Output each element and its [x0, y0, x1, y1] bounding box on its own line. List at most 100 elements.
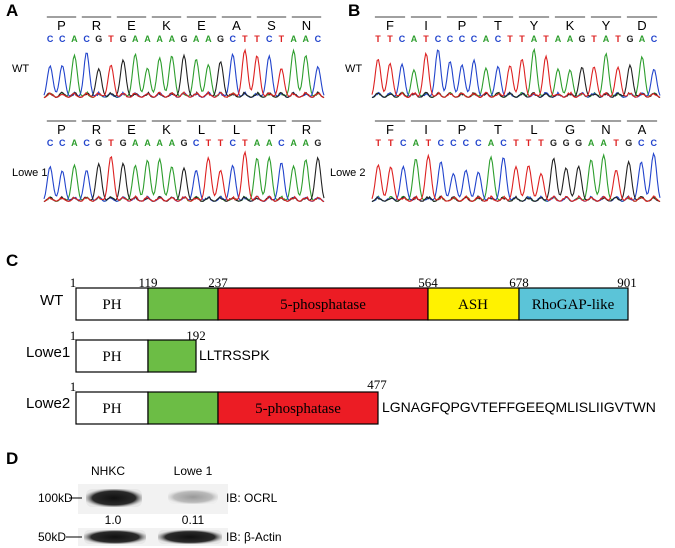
nucleotide: A — [132, 34, 139, 44]
amino-acid: P — [57, 122, 66, 137]
amino-acid: F — [386, 122, 394, 137]
chromatogram-trace — [43, 150, 325, 203]
nucleotide: A — [193, 34, 200, 44]
lane-label: NHKC — [91, 464, 125, 478]
amino-acid: K — [566, 18, 575, 33]
amino-acid: R — [92, 122, 101, 137]
nucleotide: G — [120, 34, 127, 44]
nucleotide: T — [218, 138, 224, 148]
nucleotide: C — [399, 34, 406, 44]
nucleotide: C — [459, 34, 466, 44]
nucleotide: G — [180, 138, 187, 148]
amino-acid: D — [637, 18, 646, 33]
amino-acid: T — [494, 122, 502, 137]
green-domain — [147, 339, 197, 373]
amino-acid: I — [424, 18, 428, 33]
nucleotide: C — [47, 34, 54, 44]
trace-C — [43, 162, 325, 203]
phosphatase-domain — [217, 391, 379, 425]
nucleotide: A — [205, 34, 212, 44]
antibody-label: IB: β-Actin — [226, 530, 282, 544]
nucleotide: T — [538, 138, 544, 148]
trace-T — [371, 153, 661, 202]
nucleotide: G — [180, 34, 187, 44]
ph-domain-label: PH — [102, 297, 121, 313]
nucleotide: A — [488, 138, 495, 148]
amino-acid: Y — [602, 18, 611, 33]
nucleotide: A — [169, 34, 176, 44]
nucleotide: A — [144, 138, 151, 148]
ocrl-band-lowe1 — [168, 490, 218, 504]
nucleotide: C — [463, 138, 470, 148]
nucleotide: A — [71, 138, 78, 148]
marker-label: 100kD — [38, 491, 73, 505]
nucleotide: C — [475, 138, 482, 148]
nucleotide: T — [543, 34, 549, 44]
nucleotide: A — [302, 138, 309, 148]
nucleotide: C — [651, 34, 658, 44]
nucleotide: A — [132, 138, 139, 148]
nucleotide: A — [302, 34, 309, 44]
nucleotide: T — [426, 138, 432, 148]
rhogap-domain-label: RhoGAP-like — [532, 297, 615, 313]
ph-domain — [75, 391, 149, 425]
panel-label-a: A — [6, 1, 18, 20]
panel-a-wt-label: WT — [12, 63, 29, 75]
nucleotide: C — [193, 138, 200, 148]
nucleotide: A — [588, 138, 595, 148]
amino-acid: E — [127, 122, 136, 137]
nucleotide: A — [413, 138, 420, 148]
nucleotide: A — [169, 138, 176, 148]
nucleotide: T — [108, 138, 114, 148]
lane-label: Lowe 1 — [174, 464, 213, 478]
amino-acid: T — [268, 122, 276, 137]
amino-acid: P — [458, 122, 467, 137]
nucleotide: A — [483, 34, 490, 44]
nucleotide: G — [95, 138, 102, 148]
ph-domain — [75, 339, 149, 373]
panel-label-b: B — [348, 1, 360, 20]
ph-domain-label: PH — [102, 349, 121, 365]
amino-acid: A — [638, 122, 647, 137]
amino-acid: L — [198, 122, 205, 137]
green-domain — [147, 391, 219, 425]
nucleotide: T — [388, 138, 394, 148]
nucleotide: G — [563, 138, 570, 148]
nucleotide: G — [314, 138, 321, 148]
chromatogram-trace — [43, 48, 325, 99]
trace-A — [43, 48, 325, 99]
amino-acid: R — [92, 18, 101, 33]
amino-acid: I — [424, 122, 428, 137]
nucleotide: T — [279, 34, 285, 44]
nucleotide: C — [315, 34, 322, 44]
nucleotide: C — [59, 138, 66, 148]
quantification: 0.11 — [182, 513, 205, 527]
frameshift-tail: LLTRSSPK — [199, 347, 270, 363]
trace-T — [43, 48, 325, 99]
nucleotide: A — [290, 34, 297, 44]
nucleotide: G — [578, 34, 585, 44]
ph-domain — [75, 287, 149, 321]
phosphatase-domain-label: 5-phosphatase — [280, 297, 366, 313]
nucleotide: T — [613, 138, 619, 148]
actin-band-nhkc — [84, 530, 146, 544]
nucleotide: C — [229, 34, 236, 44]
western-blot: NHKC Lowe 1 100kD IB: OCRL 1.0 0.11 50kD… — [38, 464, 282, 546]
amino-acid: K — [162, 122, 171, 137]
marker-label: 50kD — [38, 530, 66, 544]
nucleotide: A — [144, 34, 151, 44]
nucleotide: A — [290, 138, 297, 148]
nucleotide: A — [531, 34, 538, 44]
panel-a-mut-label: Lowe 1 — [12, 167, 47, 179]
phosphatase-domain-label: 5-phosphatase — [255, 401, 341, 417]
nucleotide: G — [575, 138, 582, 148]
nucleotide: C — [495, 34, 502, 44]
frameshift-tail: LGNAGFQPGVTEFFGEEQMLISLIIGVTWN — [382, 399, 656, 415]
nucleotide: T — [519, 34, 525, 44]
